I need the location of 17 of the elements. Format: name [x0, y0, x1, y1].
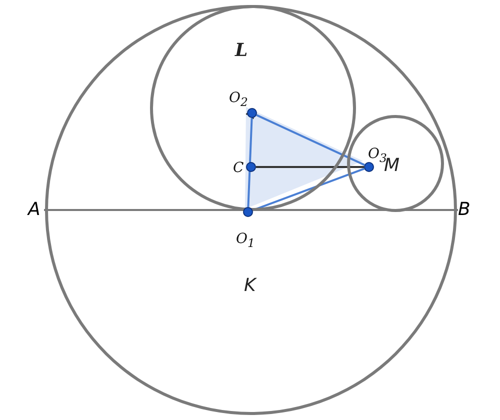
point-label: B — [458, 200, 474, 220]
circle — [347, 115, 444, 212]
line-segment — [256, 114, 365, 166]
point-dot — [243, 207, 253, 217]
line-segment — [256, 166, 364, 168]
point-label: O$_{1}$ — [236, 231, 255, 251]
circle-label: L — [235, 41, 248, 61]
circle-label: K — [244, 276, 256, 296]
point-label: C — [233, 160, 244, 176]
line-segment — [247, 118, 253, 208]
point-dot — [364, 162, 374, 172]
line-segment — [44, 209, 458, 211]
circle — [150, 5, 356, 211]
circle — [45, 5, 457, 415]
point-label: A — [28, 200, 44, 220]
point-label: O$_{3}$ — [368, 146, 387, 165]
point-label: O$_{2}$ — [229, 90, 248, 110]
